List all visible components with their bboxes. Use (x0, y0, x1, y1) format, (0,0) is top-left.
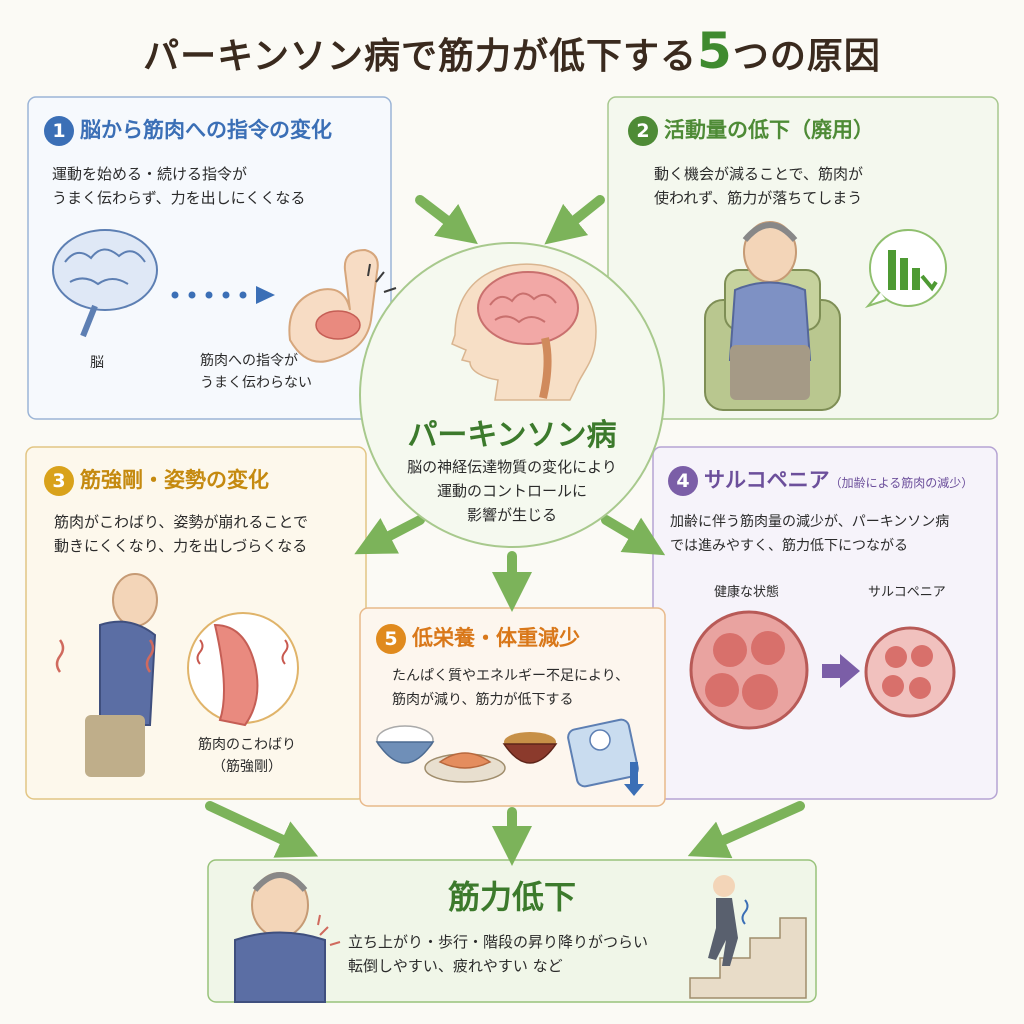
center-title: パーキンソン病 (407, 418, 617, 453)
cause4-healthy-label: 健康な状態 (714, 585, 780, 600)
cause4-badge: 4 (668, 466, 698, 496)
cause3-label: 筋肉のこわばり（筋強剛） (198, 737, 296, 775)
progression-arrow-icon (822, 654, 860, 688)
cause1-desc: 運動を始める・続ける指令がうまく伝わらず、力を出しにくくなる (52, 165, 306, 207)
arrow-cause3-result (205, 801, 319, 858)
stiff-muscle-icon (187, 612, 299, 727)
cause3-desc: 筋肉がこわばり、姿勢が崩れることで動きにくくなり、力を出しづらくなる (54, 513, 308, 555)
cause1-brain-label: 脳 (90, 355, 104, 371)
healthy-muscle-icon (689, 610, 809, 730)
declining-chart-icon (864, 229, 947, 309)
fish-plate-icon (424, 752, 506, 783)
soup-bowl-icon (502, 732, 558, 764)
cause2-desc: 動く機会が減ることで、筋肉が使われず、筋力が落ちてしまう (654, 165, 863, 207)
cause1-signal-label: 筋肉への指令がうまく伝わらない (200, 353, 312, 391)
cause3-badge: 3 (44, 466, 74, 496)
stairs-walker-icon (689, 875, 807, 999)
arrow-cause4-result (687, 801, 805, 859)
cause5-badge: 5 (376, 624, 406, 654)
arrow-center-cause4 (601, 515, 666, 556)
cause4-subheading: （加齢による筋肉の減少） (829, 476, 974, 490)
worried-man-icon (234, 872, 341, 1003)
arrow-center-cause3 (354, 515, 425, 555)
result-title: 筋力低下 (447, 878, 576, 916)
arrow-cause2-center (544, 195, 605, 245)
brain-icon (52, 229, 158, 338)
weight-scale-icon (567, 718, 644, 796)
cause4-desc: 加齢に伴う筋肉量の減少が、パーキンソン病では進みやすく、筋力低下につながる (670, 514, 950, 554)
head-brain-illustration (451, 263, 597, 401)
center-desc: 脳の神経伝達物質の変化により運動のコントロールに影響が生じる (407, 458, 617, 524)
result-desc: 立ち上がり・歩行・階段の昇り降りがつらい転倒しやすい、疲れやすい など (348, 933, 649, 975)
flexed-arm-icon (288, 248, 397, 363)
cause5-desc: たんぱく質やエネルギー不足により、筋肉が減り、筋力が低下する (392, 668, 630, 708)
arrow-cause1-center (415, 195, 478, 245)
cause1-badge: 1 (44, 116, 74, 146)
elderly-man-chair-icon (704, 221, 841, 411)
page-title: パーキンソン病で筋力が低下する5つの原因 (143, 22, 881, 80)
signal-arrow-icon (171, 286, 275, 304)
title-number: 5 (697, 22, 733, 80)
sarcopenia-muscle-icon (864, 626, 956, 718)
cause2-badge: 2 (628, 116, 658, 146)
rice-bowl-icon (375, 725, 435, 764)
cause4-sarcopenia-label: サルコペニア (868, 585, 946, 600)
stooped-man-icon (55, 573, 158, 777)
